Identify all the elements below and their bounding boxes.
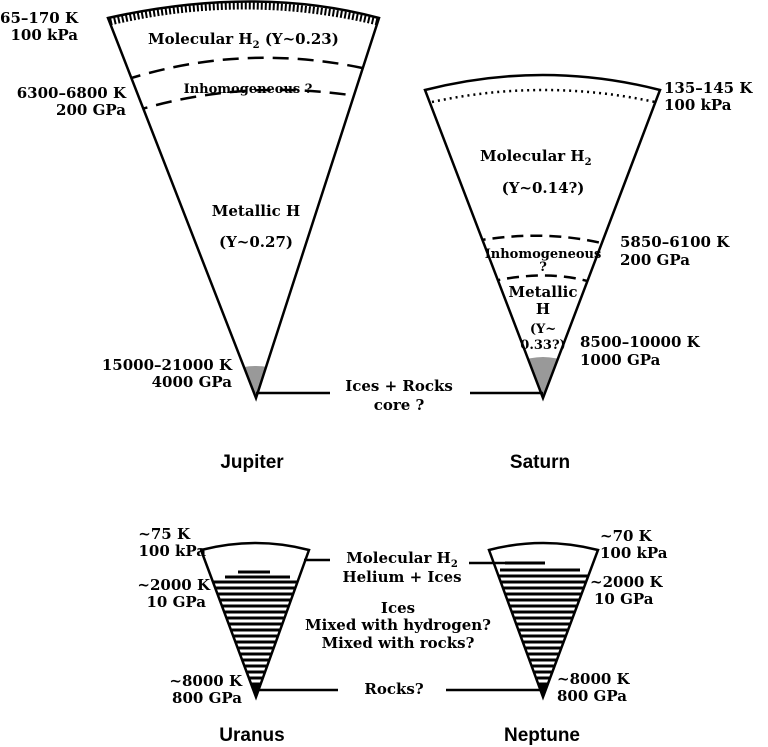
- neptune-core-temp: ~8000 K: [557, 670, 631, 688]
- jupiter-inhomogeneous-label: Inhomogeneous ?: [184, 82, 313, 97]
- jupiter-surface-temp: 165–170 K: [0, 9, 79, 27]
- jupiter-name: Jupiter: [220, 452, 284, 473]
- jupiter-wedge: [106, 0, 381, 402]
- saturn-transition-pressure: 200 GPa: [620, 251, 690, 269]
- saturn-core-temp: 8500–10000 K: [580, 333, 701, 351]
- saturn-inhomogeneous-label: Inhomogeneous: [485, 247, 602, 262]
- ice-mantle-label-3: Mixed with rocks?: [322, 634, 475, 652]
- jupiter-transition-lower: [131, 88, 379, 114]
- core-label-q: core ?: [374, 396, 425, 414]
- jupiter-transition-temp: 6300–6800 K: [17, 84, 127, 102]
- saturn-surface-dots: [431, 88, 656, 104]
- uranus-core-pressure: 800 GPa: [172, 689, 242, 707]
- saturn-surface-temp: 135–145 K: [664, 79, 753, 97]
- jupiter-metallic-label: Metallic H: [212, 202, 300, 220]
- ice-mantle-label: Ices: [381, 599, 415, 617]
- neptune-outline: [487, 541, 600, 701]
- uranus-outline: [199, 541, 311, 701]
- jupiter-core-pressure: 4000 GPa: [152, 373, 233, 391]
- jupiter-outline: [106, 0, 381, 402]
- jupiter-transition-upper: [124, 56, 379, 82]
- jupiter-transition-pressure: 200 GPa: [56, 101, 126, 119]
- saturn-molecular-y: (Y~0.14?): [502, 179, 585, 197]
- saturn-name: Saturn: [510, 452, 570, 473]
- uranus-core-temp: ~8000 K: [169, 672, 243, 690]
- saturn-metallic-h: H: [536, 300, 550, 318]
- core-label: Ices + Rocks: [345, 377, 453, 395]
- saturn-surface-pressure: 100 kPa: [664, 96, 732, 114]
- uranus-mid-pressure: 10 GPa: [146, 593, 206, 611]
- saturn-inhomogeneous-q: ?: [539, 260, 547, 275]
- saturn-molecular-label: Molecular H2: [480, 147, 592, 168]
- jupiter-metallic-y: (Y~0.27): [219, 233, 293, 251]
- saturn-core-pressure: 1000 GPa: [580, 351, 661, 369]
- ice-envelope-label-2: Helium + Ices: [342, 568, 461, 586]
- saturn-metallic-y2: 0.33?): [520, 338, 565, 353]
- uranus-surface-temp: ~75 K: [138, 525, 191, 543]
- uranus-name: Uranus: [219, 725, 284, 746]
- neptune-mid-temp: ~2000 K: [590, 573, 664, 591]
- saturn-outline: [423, 73, 662, 402]
- ice-mantle-label-2: Mixed with hydrogen?: [305, 616, 491, 634]
- saturn-metallic-label: Metallic: [508, 283, 577, 301]
- neptune-core-pressure: 800 GPa: [557, 687, 627, 705]
- ice-core-label: Rocks?: [364, 680, 423, 698]
- neptune-name: Neptune: [504, 725, 580, 746]
- neptune-surface-pressure: 100 kPa: [600, 544, 668, 562]
- neptune-surface-temp: ~70 K: [600, 527, 653, 545]
- jupiter-molecular-label: Molecular H2 (Y~0.23): [148, 30, 339, 51]
- neptune-mid-pressure: 10 GPa: [594, 590, 654, 608]
- jupiter-surface-pressure: 100 kPa: [10, 26, 78, 44]
- saturn-transition-temp: 5850–6100 K: [620, 233, 730, 251]
- jupiter-core-temp: 15000–21000 K: [102, 356, 233, 374]
- saturn-metallic-y1: (Y~: [530, 322, 556, 337]
- uranus-mid-temp: ~2000 K: [137, 576, 211, 594]
- ice-envelope-label: Molecular H2: [346, 549, 458, 570]
- uranus-surface-pressure: 100 kPa: [138, 542, 206, 560]
